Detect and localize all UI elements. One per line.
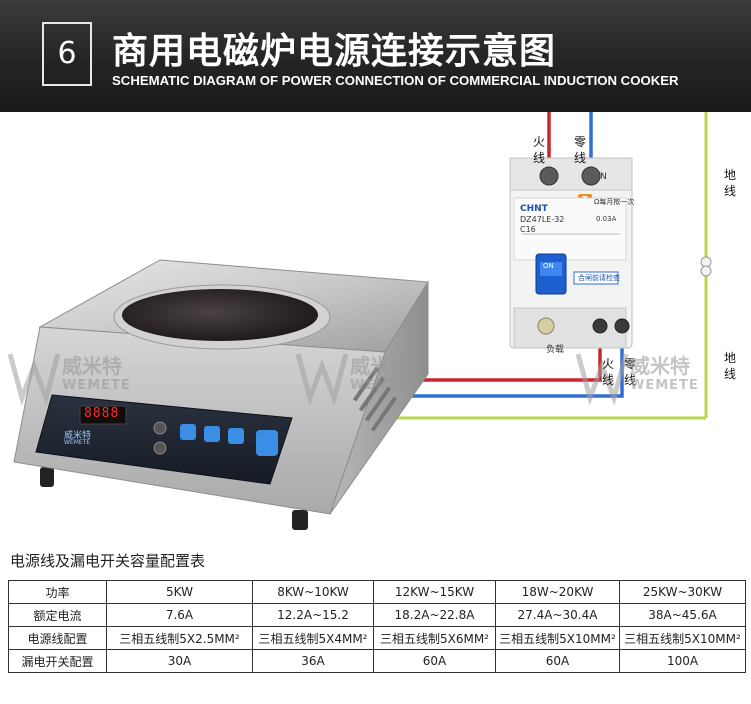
diagram-illustration bbox=[7, 112, 712, 530]
ground-wire-splice bbox=[700, 256, 712, 277]
label-ground-top: 地线 bbox=[723, 168, 736, 198]
breaker-model: DZ47LE-32 bbox=[520, 215, 565, 224]
table-title: 电源线及漏电开关容量配置表 bbox=[10, 552, 206, 570]
breaker-brand: CHNT bbox=[520, 204, 548, 214]
table-cell: 5KW bbox=[106, 580, 253, 604]
table-cell: 38A~45.6A bbox=[619, 603, 746, 627]
row-header: 功率 bbox=[8, 580, 107, 604]
table-cell: 60A bbox=[373, 649, 496, 673]
table-cell: 25KW~30KW bbox=[619, 580, 746, 604]
watermark: 威米特 WEMETE bbox=[350, 356, 419, 396]
leakage-breaker bbox=[509, 157, 633, 349]
induction-cooker bbox=[13, 259, 429, 530]
breaker-rating: C16 bbox=[520, 225, 536, 234]
watermark-en: WEMETE bbox=[350, 378, 419, 393]
row-header: 额定电流 bbox=[8, 603, 107, 627]
table-cell: 三相五线制5X6MM² bbox=[373, 626, 496, 650]
table-row: 功率 5KW 8KW~10KW 12KW~15KW 18W~20KW 25KW~… bbox=[8, 580, 746, 604]
table-cell: 18W~20KW bbox=[495, 580, 620, 604]
breaker-load-label: 负载 bbox=[546, 345, 565, 355]
page-subtitle: SCHEMATIC DIAGRAM OF POWER CONNECTION OF… bbox=[112, 73, 679, 88]
watermark-cn: 威米特 bbox=[630, 354, 690, 378]
table-cell: 18.2A~22.8A bbox=[373, 603, 496, 627]
table-cell: 12.2A~15.2 bbox=[252, 603, 374, 627]
table-cell: 60A bbox=[495, 649, 620, 673]
table-cell: 三相五线制5X10MM² bbox=[495, 626, 620, 650]
table-cell: 12KW~15KW bbox=[373, 580, 496, 604]
row-header: 漏电开关配置 bbox=[8, 649, 107, 673]
breaker-test-button: T bbox=[582, 195, 588, 204]
cooker-display: 8888 bbox=[84, 406, 120, 421]
breaker-on-label: ON bbox=[543, 262, 554, 270]
table-row: 电源线配置 三相五线制5X2.5MM² 三相五线制5X4MM² 三相五线制5X6… bbox=[8, 626, 746, 650]
table-row: 漏电开关配置 30A 36A 60A 60A 100A bbox=[8, 649, 746, 673]
label-ground-bottom: 地线 bbox=[723, 351, 736, 381]
table-cell: 7.6A bbox=[106, 603, 253, 627]
table-row: 额定电流 7.6A 12.2A~15.2 18.2A~22.8A 27.4A~3… bbox=[8, 603, 746, 627]
label-live-top: 火线 bbox=[532, 135, 545, 165]
label-neutral-top: 零线 bbox=[573, 135, 586, 165]
table-cell: 三相五线制5X2.5MM² bbox=[106, 626, 253, 650]
label-live-bottom: 火线 bbox=[601, 357, 614, 387]
watermark: 威米特 WEMETE bbox=[62, 356, 131, 396]
table-cell: 36A bbox=[252, 649, 374, 673]
watermark: 威米特 WEMETE bbox=[630, 356, 699, 396]
table-cell: 100A bbox=[619, 649, 746, 673]
cooker-brand-en: WEMETE bbox=[64, 439, 91, 446]
cooker-brand-cn: 威米特 bbox=[64, 431, 92, 441]
table-cell: 8KW~10KW bbox=[252, 580, 374, 604]
page-header: 6 商用电磁炉电源连接示意图 SCHEMATIC DIAGRAM OF POWE… bbox=[0, 0, 751, 112]
breaker-side-text: Ω每月揿一次 bbox=[594, 198, 635, 206]
breaker-neutral-mark: N bbox=[600, 172, 607, 182]
spec-table: 功率 5KW 8KW~10KW 12KW~15KW 18W~20KW 25KW~… bbox=[8, 580, 746, 673]
label-neutral-bottom: 零线 bbox=[623, 357, 636, 387]
connection-diagram: CHNT T Ω每月揿一次 DZ47LE-32 C16 0.03A N ON 合… bbox=[0, 112, 751, 540]
table-cell: 30A bbox=[106, 649, 253, 673]
watermark-logo-icon bbox=[7, 353, 629, 407]
breaker-sensitivity: 0.03A bbox=[596, 215, 617, 223]
page-title: 商用电磁炉电源连接示意图 bbox=[112, 31, 557, 72]
ground-wire bbox=[385, 112, 708, 420]
watermark-en: WEMETE bbox=[62, 378, 131, 393]
row-header: 电源线配置 bbox=[8, 626, 107, 650]
breaker-notice: 合闸前请检查 bbox=[578, 274, 620, 282]
watermark-en: WEMETE bbox=[630, 378, 699, 393]
watermark-cn: 威米特 bbox=[62, 354, 122, 378]
watermark-cn: 威米特 bbox=[350, 354, 410, 378]
table-cell: 三相五线制5X4MM² bbox=[252, 626, 374, 650]
table-cell: 三相五线制5X10MM² bbox=[619, 626, 746, 650]
table-cell: 27.4A~30.4A bbox=[495, 603, 620, 627]
section-number: 6 bbox=[42, 22, 92, 86]
